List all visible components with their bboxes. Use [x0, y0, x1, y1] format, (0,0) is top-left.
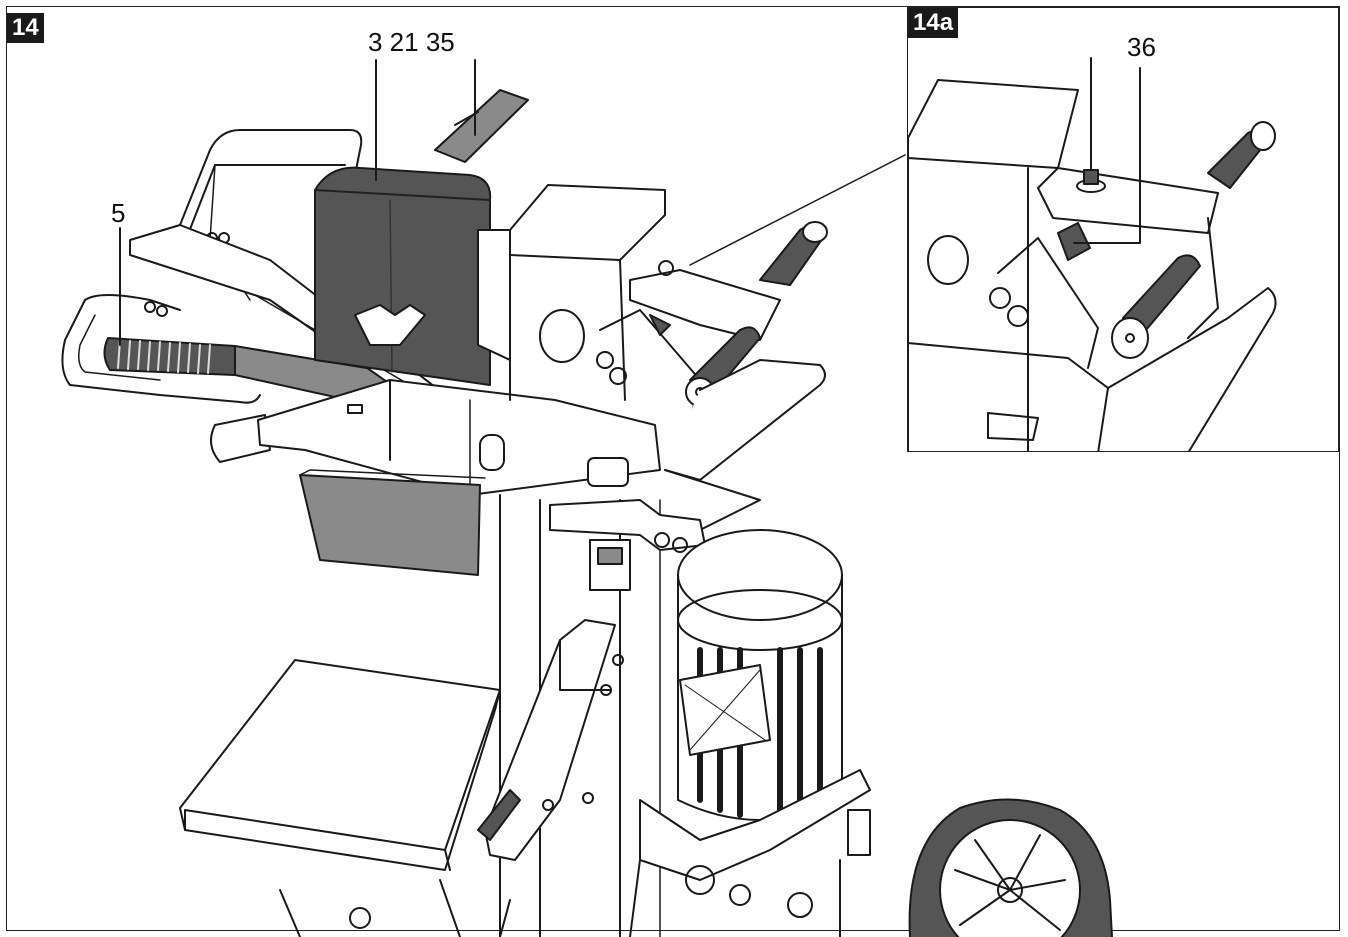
electric-motor — [677, 529, 843, 821]
log-table — [179, 659, 501, 871]
inset-badge-14a: 14a — [908, 8, 959, 38]
figure-frame — [6, 6, 1340, 931]
callout-5: 5 — [111, 198, 126, 228]
callout-36: 36 — [1127, 32, 1156, 62]
figure-badge-14: 14 — [7, 13, 44, 43]
callout-3-21-35: 3 21 35 — [368, 27, 455, 57]
roller-1 — [759, 221, 828, 286]
detail-inset-14a: 14a 36 — [907, 7, 1339, 452]
latch-detail-illustration — [908, 57, 1277, 451]
transport-wheel — [908, 798, 1113, 937]
wedge-block-3-21-35 — [314, 166, 492, 386]
